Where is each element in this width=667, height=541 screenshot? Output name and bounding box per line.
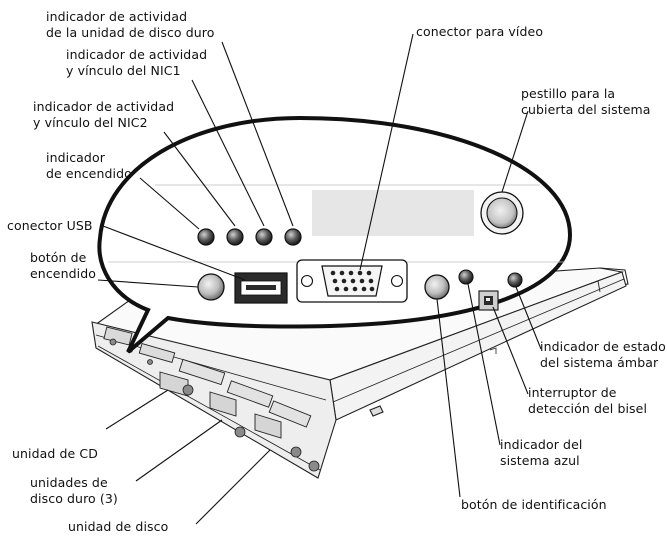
usb-label-line-1: conector USB [7, 218, 93, 233]
blue-indicator-label-line-2: sistema azul [500, 453, 580, 468]
power-button-graphic [197, 273, 225, 301]
cd-drive-label: unidad de CD [12, 446, 98, 462]
nic2-indicator-led [226, 228, 244, 246]
blue-indicator-label: indicador del sistema azul [500, 437, 582, 469]
latch-label-line-1: pestillo para la [521, 86, 616, 101]
power-button-label-line-1: botón de [30, 250, 87, 265]
power-indicator-led [197, 228, 215, 246]
power-button-label: botón de encendido [30, 250, 96, 282]
blue-indicator-label-line-1: indicador del [500, 437, 583, 452]
nic1-label-line-1: indicador de actividad [66, 47, 208, 62]
identification-button-label: botón de identificación [461, 497, 607, 513]
hdd-activity-label-line-2: de la unidad de disco duro [46, 25, 215, 40]
bezel-switch-label-line-1: interruptor de [528, 385, 617, 400]
bezel-switch-graphic [478, 290, 499, 311]
hard-drives-label-line-1: unidades de [30, 475, 108, 490]
nic1-label: indicador de actividad y vínculo del NIC… [66, 47, 207, 79]
hard-drives-label-line-2: disco duro (3) [30, 491, 118, 506]
identification-button-graphic [424, 274, 450, 300]
hdd-activity-label-line-1: indicador de actividad [46, 9, 188, 24]
amber-indicator-label: indicador de estado del sistema ámbar [540, 339, 666, 371]
front-panel-components [197, 191, 524, 311]
blue-system-indicator-led [458, 269, 474, 285]
nic1-indicator-led [255, 228, 273, 246]
leader-lines [97, 33, 542, 525]
nic1-label-line-2: y vínculo del NIC1 [66, 63, 181, 78]
amber-indicator-label-line-2: del sistema ámbar [540, 355, 659, 370]
video-label-line-1: conector para vídeo [416, 24, 544, 39]
usb-label: conector USB [7, 218, 93, 234]
hard-drives-label: unidades de disco duro (3) [30, 475, 118, 507]
amber-indicator-label-line-1: indicador de estado [540, 339, 666, 354]
latch-label-line-2: cubierta del sistema [521, 102, 651, 117]
power-button-label-line-2: encendido [30, 266, 96, 281]
amber-status-indicator-led [507, 272, 523, 288]
hdd-activity-led [284, 228, 302, 246]
usb-connector-graphic [234, 272, 288, 304]
nic2-label-line-1: indicador de actividad [33, 99, 175, 114]
nic2-label: indicador de actividad y vínculo del NIC… [33, 99, 174, 131]
power-indicator-label: indicador de encendido [46, 150, 132, 182]
video-connector-graphic [296, 259, 408, 303]
latch-label: pestillo para la cubierta del sistema [521, 86, 651, 118]
power-indicator-label-line-1: indicador [46, 150, 105, 165]
hdd-activity-label: indicador de actividad de la unidad de d… [46, 9, 215, 41]
bezel-switch-label-line-2: detección del bisel [528, 401, 648, 416]
video-label: conector para vídeo [416, 24, 543, 40]
bezel-switch-label: interruptor de detección del bisel [528, 385, 647, 417]
nic2-label-line-2: y vínculo del NIC2 [33, 115, 148, 130]
cd-drive-label-line-1: unidad de CD [12, 446, 98, 461]
power-indicator-label-line-2: de encendido [46, 166, 132, 181]
identification-button-label-line-1: botón de identificación [461, 497, 607, 512]
floppy-drive-label-line-1: unidad de disco [68, 519, 169, 534]
floppy-drive-label: unidad de disco [68, 519, 168, 535]
